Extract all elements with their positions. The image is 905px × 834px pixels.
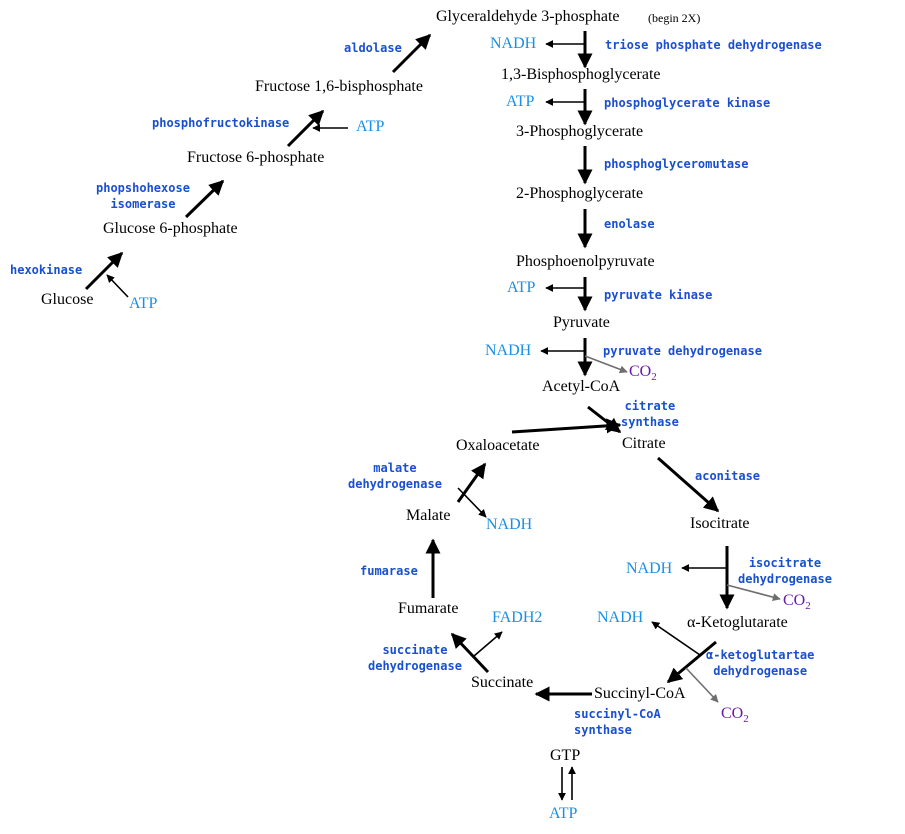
enzyme-hexokinase: hexokinase [10, 263, 83, 277]
cofactor-nadh-idh: NADH [626, 560, 673, 577]
metabolite-phosphoenolpyruvate: Phosphoenolpyruvate [516, 253, 655, 270]
cofactor-co2-idh: CO2 [783, 592, 811, 613]
arrow-nadh-mdh [457, 487, 487, 518]
arrow-malate-oaa [456, 462, 487, 503]
metabolite-glucose-6-phosphate: Glucose 6-phosphate [103, 220, 238, 237]
arrow-g6p-f6p [184, 179, 225, 219]
arrow-akg-succinylcoa [666, 640, 717, 684]
cofactor-nadh-pdh: NADH [485, 342, 532, 359]
arrow-co2-idh [726, 584, 781, 602]
metabolite-pyruvate: Pyruvate [553, 314, 610, 331]
metabolite-fructose-6-phosphate: Fructose 6-phosphate [187, 149, 325, 166]
arrow-co2-pdh [584, 355, 628, 374]
arrow-atp-hexokinase [106, 274, 129, 298]
enzyme-aconitase: aconitase [695, 469, 761, 483]
arrow-fadh2 [473, 631, 503, 657]
arrow-co2-akgdh [685, 667, 719, 703]
arrow-nadh-akgdh [651, 621, 701, 656]
cofactor-atp-pfk: ATP [356, 118, 385, 135]
metabolite-citrate: Citrate [622, 435, 666, 452]
cofactor-co2-akgdh: CO2 [721, 705, 749, 726]
metabolite-3-phosphoglycerate: 3-Phosphoglycerate [516, 123, 644, 140]
metabolite-2-phosphoglycerate: 2-Phosphoglycerate [516, 185, 644, 202]
metabolite-succinyl-coa: Succinyl-CoA [594, 685, 686, 702]
g3p-note: (begin 2X) [648, 11, 701, 25]
cofactor-fadh2: FADH2 [492, 609, 543, 626]
enzyme-phosphofructokinase: phosphofructokinase [152, 116, 290, 130]
metabolite-fructose-16-bisphosphate: Fructose 1,6-bisphosphate [255, 78, 423, 95]
cofactor-atp-pgk: ATP [506, 93, 535, 110]
cofactor-nadh-akgdh: NADH [597, 609, 644, 626]
arrow-glucose-g6p [84, 251, 124, 291]
metabolite-gtp: GTP [550, 747, 581, 764]
metabolite-succinate: Succinate [471, 674, 534, 691]
cofactor-atp-pk: ATP [507, 279, 536, 296]
cofactor-co2-pdh: CO2 [629, 363, 657, 384]
metabolite-acetyl-coa: Acetyl-CoA [542, 378, 621, 395]
enzyme-triose-phosphate-dehydrogenase: triose phosphate dehydrogenase [605, 38, 822, 52]
cofactor-nadh-mdh: NADH [486, 516, 533, 533]
enzyme-aldolase: aldolase [344, 41, 402, 55]
metabolite-13-bisphosphoglycerate: 1,3-Bisphosphoglycerate [501, 66, 661, 83]
enzyme-pyruvate-dehydrogenase: pyruvate dehydrogenase [603, 344, 762, 358]
cofactor-nadh-g3pdh: NADH [490, 35, 537, 52]
arrow-f6p-f16bp [286, 109, 325, 148]
enzyme-fumarase: fumarase [360, 564, 418, 578]
metabolite-isocitrate: Isocitrate [690, 515, 750, 532]
cofactor-atp-hexokinase: ATP [129, 295, 158, 312]
metabolite-oxaloacetate: Oxaloacetate [456, 437, 540, 454]
enzyme-enolase: enolase [604, 217, 655, 231]
arrow-oaa-citrate [511, 418, 622, 434]
enzyme-phosphoglyceromutase: phosphoglyceromutase [604, 157, 749, 171]
metabolite-malate: Malate [406, 507, 451, 524]
enzyme-pyruvate-kinase: pyruvate kinase [604, 288, 713, 302]
arrow-f16bp-g3p [391, 33, 432, 74]
arrow-citrate-isocitrate [657, 456, 720, 513]
cofactor-atp-gtp: ATP [549, 805, 578, 822]
arrow-succinate-fumarate [450, 632, 490, 674]
metabolite-fumarate: Fumarate [398, 600, 459, 617]
metabolite-glucose: Glucose [41, 291, 94, 308]
metabolite-glyceraldehyde-3-phosphate: Glyceraldehyde 3-phosphate [436, 8, 620, 25]
metabolite-alpha-ketoglutarate: α-Ketoglutarate [687, 614, 788, 631]
enzyme-phosphoglycerate-kinase: phosphoglycerate kinase [604, 96, 771, 110]
